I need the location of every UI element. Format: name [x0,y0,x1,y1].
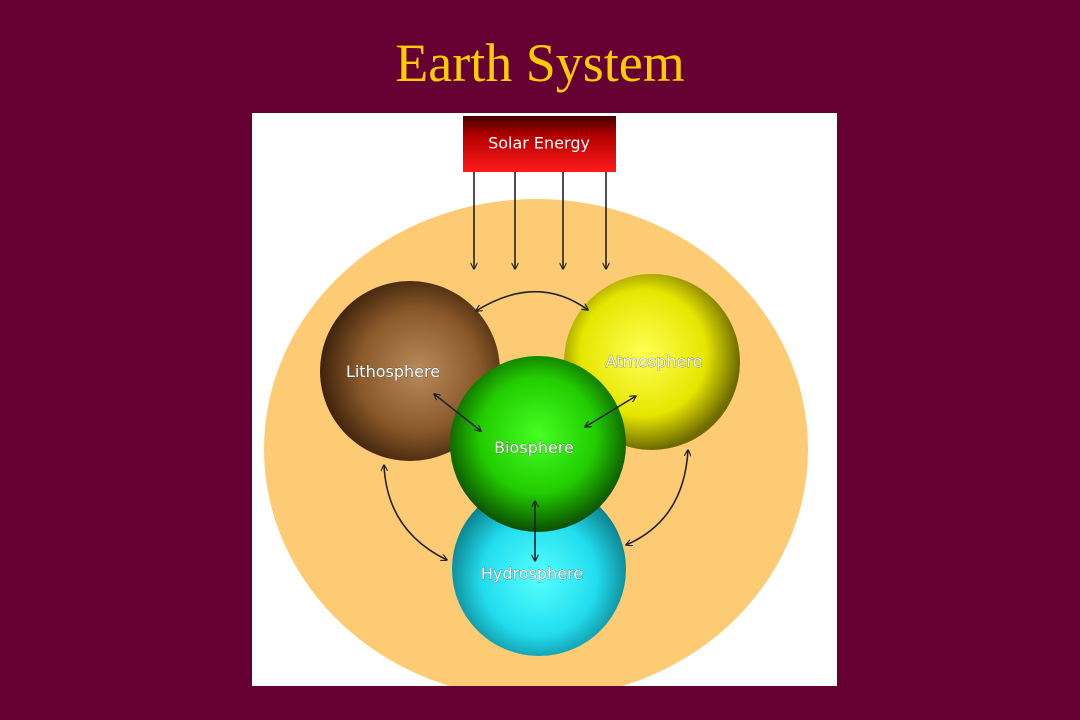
atmo-bio-arrow [585,396,636,427]
solar-energy-label: Solar Energy [488,134,590,153]
litho-hydro-arrow [384,465,447,560]
atmo-hydro-arrow [626,450,688,545]
diagram-panel: Solar Energy Lithosphere Atmosphere Bios… [252,113,837,686]
lithosphere-label: Lithosphere [346,362,440,381]
hydrosphere-sphere [452,482,626,656]
atmosphere-label: Atmosphere [606,352,703,371]
biosphere-label: Biosphere [494,438,574,457]
solar-arrows [474,172,606,269]
litho-bio-arrow [434,394,481,431]
slide-title: Earth System [395,33,685,93]
hydrosphere-label: Hydrosphere [481,564,583,583]
earth-system-diagram: Solar Energy Lithosphere Atmosphere Bios… [264,116,808,686]
litho-atmo-arrow [476,290,588,311]
biosphere-sphere [450,356,626,532]
solar-energy-box [463,116,616,172]
